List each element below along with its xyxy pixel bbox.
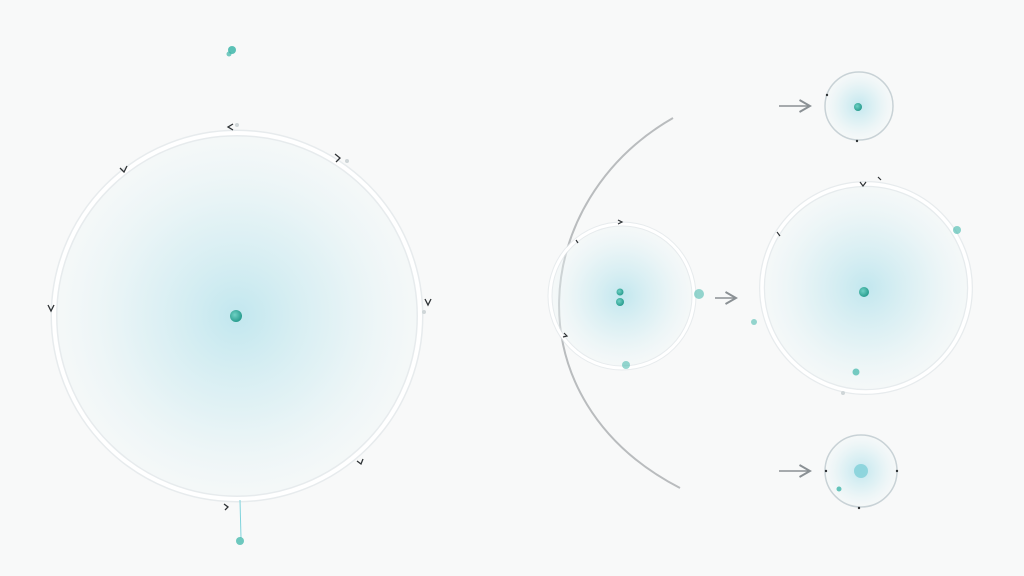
chevron-marker-icon [877,176,882,181]
chevron-marker-icon [859,181,867,187]
large-cell-satellite-bottom [236,499,244,545]
right-cell-middle-satellite [751,319,757,325]
dot-icon [226,51,232,57]
large-cell-nucleus [230,310,242,322]
right-cell-middle-nucleus [859,287,869,297]
large-cell-ring-highlight [52,131,422,501]
middle-cell [547,219,704,371]
dot-icon [345,159,349,163]
chevron-marker-icon [119,165,128,174]
chevron-marker-icon [223,503,229,511]
tether-line [239,499,242,539]
large-cell-markers [47,123,432,511]
right-cell-top-nucleus [854,103,862,111]
middle-cell-satellite [622,361,630,369]
chevron-marker-icon [776,231,781,237]
right-cell-bottom-nucleus [854,464,868,478]
chevron-marker-icon [575,239,579,244]
right-cell-bottom [824,434,899,510]
dot-icon [422,310,426,314]
dot-icon [857,506,861,510]
dot-icon [855,139,859,143]
chevron-marker-icon [47,304,55,313]
right-cell-top-ring [824,71,894,141]
dot-icon [825,93,829,97]
middle-cell-ring-highlight [548,222,696,370]
chevron-marker-icon [334,153,341,163]
chevron-marker-icon [562,332,569,338]
dot-icon [236,537,244,545]
middle-cell-nucleus [616,298,624,306]
dot-icon [895,469,899,473]
right-cell-top [824,71,894,143]
middle-cell-body [552,226,692,366]
chevron-marker-icon [424,298,432,307]
right-cell-bottom-nucleus [836,486,842,492]
right-cell-middle-ring-highlight [760,182,972,394]
large-cell-satellite-top [226,46,236,57]
right-cell-middle [751,176,973,395]
chevron-marker-icon [356,458,364,466]
chevron-marker-icon [226,123,234,131]
middle-cell-satellite [694,289,704,299]
dot-icon [841,391,845,395]
right-cell-middle-satellite [953,226,961,234]
large-cell [47,46,432,545]
dot-icon [235,123,239,127]
middle-cell-nucleus [616,288,624,296]
right-cell-middle-satellite [852,368,860,376]
chevron-marker-icon [617,219,624,225]
arrows [715,99,812,478]
dot-icon [824,469,828,473]
